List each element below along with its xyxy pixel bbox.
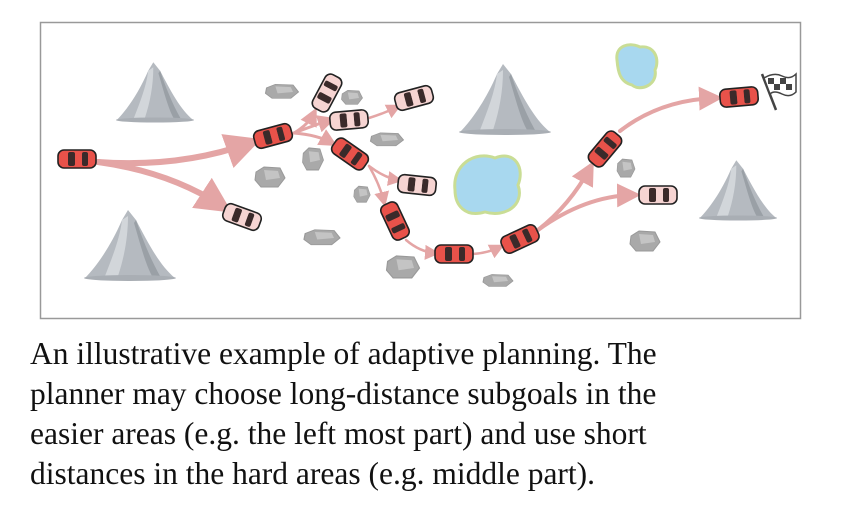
path-arrow	[367, 164, 390, 207]
path-arrow	[618, 86, 723, 133]
path-arrow	[367, 104, 402, 120]
rock-icon	[264, 83, 300, 99]
path-arrow	[367, 164, 403, 186]
finish-flag-icon	[760, 72, 797, 111]
rock-icon	[301, 147, 325, 171]
rock-icon	[254, 166, 286, 188]
lake-icon	[453, 154, 522, 215]
car-icon	[638, 185, 678, 205]
path-arrow	[292, 129, 338, 146]
caption-line: easier areas (e.g. the left most part) a…	[30, 416, 647, 451]
rock-icon	[341, 89, 363, 105]
path-arrow	[292, 115, 336, 135]
caption-line: planner may choose long-distance subgoal…	[30, 376, 657, 411]
rock-icon	[353, 185, 371, 203]
path-arrow	[95, 159, 233, 213]
path-arrow	[471, 244, 505, 259]
rock-icon	[629, 230, 661, 252]
path-arrow	[536, 183, 641, 232]
caption-line: An illustrative example of adaptive plan…	[30, 336, 657, 371]
rock-icon	[385, 255, 421, 279]
car-icon	[328, 108, 370, 132]
rock-icon	[369, 132, 405, 147]
rock-icon	[303, 229, 341, 246]
lake-icon	[615, 43, 659, 90]
adaptive-planning-illustration	[39, 21, 802, 320]
figure-caption: An illustrative example of adaptive plan…	[30, 334, 830, 494]
car-icon	[718, 85, 760, 109]
car-icon	[434, 244, 474, 264]
path-arrow	[404, 238, 440, 260]
rock-icon	[482, 273, 514, 287]
figure-frame	[39, 21, 802, 320]
car-icon	[396, 173, 438, 197]
rock-icon	[616, 158, 636, 178]
car-icon	[57, 149, 97, 169]
caption-line: distances in the hard areas (e.g. middle…	[30, 456, 596, 491]
